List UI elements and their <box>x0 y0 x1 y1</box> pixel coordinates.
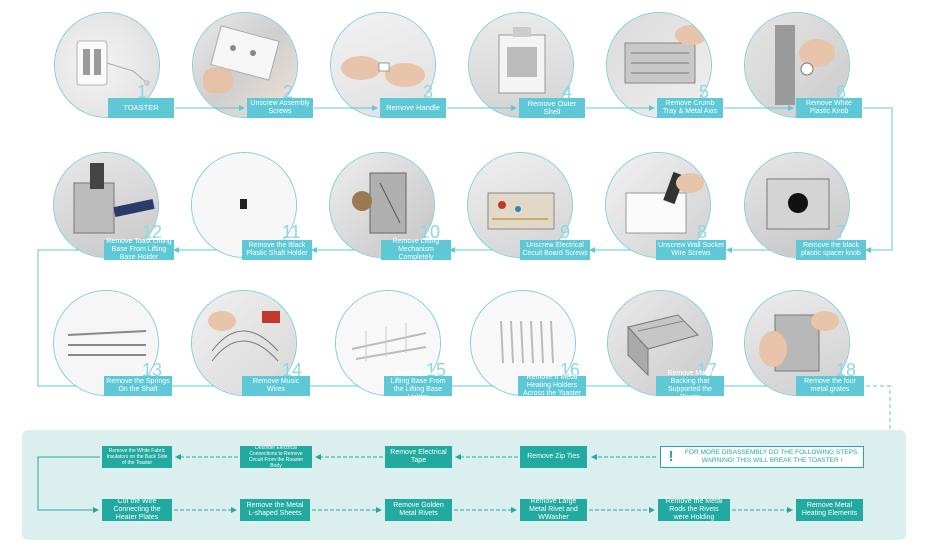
step-7-number: 7 <box>836 222 847 242</box>
step-7-photo <box>744 152 850 258</box>
step-8-number: 8 <box>697 222 708 242</box>
step-10-label: Remove Lifting Mechanism Completely <box>381 238 451 261</box>
step-5-photo <box>606 12 712 118</box>
step-5-label: Remove Crumb Tray & Metal Axis <box>657 98 723 118</box>
step-15-label: Remove Toast Lifting Base From the Lifti… <box>384 370 452 401</box>
destructive-step-insulators: Remove the White Fabric Insulators on th… <box>102 446 172 468</box>
step-12-number: 12 <box>142 222 163 242</box>
step-4-label: Remove Outer Shell <box>519 98 585 118</box>
springs-illustration <box>67 330 147 356</box>
step-9-number: 9 <box>560 222 571 242</box>
hands-illustration <box>341 56 425 87</box>
heating-holders-illustration <box>500 320 554 364</box>
step-3-label: Remove Handle <box>380 98 446 118</box>
step-10-number: 10 <box>420 222 441 242</box>
step-2-photo <box>192 12 298 118</box>
step-17-label: Remove Metal Backing that Supported the … <box>656 370 724 401</box>
music-wires-illustration <box>208 311 280 362</box>
step-1-number: 1 <box>137 82 148 102</box>
toaster-illustration <box>76 40 150 86</box>
step-8-photo <box>605 152 711 258</box>
destructive-step-heating-elements: Remove Metal Heating Elements <box>796 499 863 521</box>
step-13-label: Remove the Springs On the Shaft <box>104 376 172 396</box>
step-10-photo <box>329 152 435 258</box>
spacer-knob-illustration <box>766 178 830 230</box>
crumb-tray-illustration <box>624 25 707 84</box>
step-2-label: Unscrew Assembly Screws <box>247 98 313 118</box>
destructive-step-cut-wire: Cut the Wire Connecting the Heater Plate… <box>102 498 172 521</box>
wall-socket-illustration <box>625 171 704 234</box>
destructive-step-electrical-tape: Remove Electrical Tape <box>385 446 452 468</box>
step-6-number: 6 <box>836 82 847 102</box>
circuit-board-illustration <box>487 192 555 230</box>
step-7-label: Remove the black plastic spacer knob <box>796 240 866 260</box>
step-14-number: 14 <box>282 360 303 380</box>
lifting-base-illustration <box>73 163 155 234</box>
toast-base-illustration <box>351 323 427 361</box>
step-5-number: 5 <box>699 82 710 102</box>
destructive-step-golden-rivets: Remove Golden Metal Rivets <box>385 499 452 521</box>
destructive-step-zip-ties: Remove Zip Ties <box>520 446 587 468</box>
warning-text: FOR MORE DISASSEMBLY DO THE FOLLOWING ST… <box>681 449 863 465</box>
warning-line-2: WARNING! THIS WILL BREAK THE TOASTER ! <box>701 457 843 464</box>
warning-icon: ! <box>668 448 674 465</box>
step-16-label: Remove 6 Metal Heating Holders Across th… <box>518 374 586 397</box>
step-16-number: 16 <box>560 360 581 380</box>
step-11-number: 11 <box>282 222 301 242</box>
step-12-photo <box>53 152 159 258</box>
step-9-photo <box>467 152 573 258</box>
step-12-label: Remove Toast Lifting Base From Lifting B… <box>104 238 174 261</box>
metal-grates-illustration <box>759 311 839 372</box>
step-18-label: Remove the four metal grates <box>796 376 864 396</box>
destructive-step-l-sheets: Remove the Metal L-shaped Sheets <box>240 499 310 521</box>
lifting-mechanism-illustration <box>352 172 407 234</box>
destructive-step-metal-rods: Remove the Metal Rods the Rivets were Ho… <box>658 498 730 521</box>
step-17-number: 17 <box>697 360 718 380</box>
inner-frame-illustration <box>498 27 546 94</box>
step-18-number: 18 <box>836 360 857 380</box>
destructive-step-desolder: Desolder Electrical Connections to Remov… <box>240 445 312 469</box>
step-15-number: 15 <box>426 360 447 380</box>
step-14-label: Remove Music Wires <box>242 376 310 396</box>
step-3-number: 3 <box>423 82 434 102</box>
warning-line-1: FOR MORE DISASSEMBLY DO THE FOLLOWING ST… <box>684 449 860 456</box>
step-8-label: Unscrew Wall Socket Wire Screws <box>656 240 726 260</box>
screws-illustration <box>203 25 280 93</box>
step-13-number: 13 <box>142 360 163 380</box>
step-9-label: Unscrew Electrical Cecuit Board Screws <box>520 240 590 260</box>
destructive-step-large-rivet: Remove Large Metal Rivet and WWasher <box>520 498 587 521</box>
shaft-holder-illustration <box>240 199 247 209</box>
step-11-label: Remove the Black Plastic Shaft Holder <box>242 240 312 260</box>
step-6-label: Remove White Plastic Knob <box>796 98 862 118</box>
step-4-number: 4 <box>562 82 573 102</box>
step-2-number: 2 <box>283 82 294 102</box>
step-11-photo <box>191 152 297 258</box>
step-1-label: TOASTER <box>108 98 174 118</box>
knob-illustration <box>775 25 835 105</box>
metal-backing-illustration <box>627 314 699 377</box>
warning-box: ! FOR MORE DISASSEMBLY DO THE FOLLOWING … <box>660 446 864 468</box>
